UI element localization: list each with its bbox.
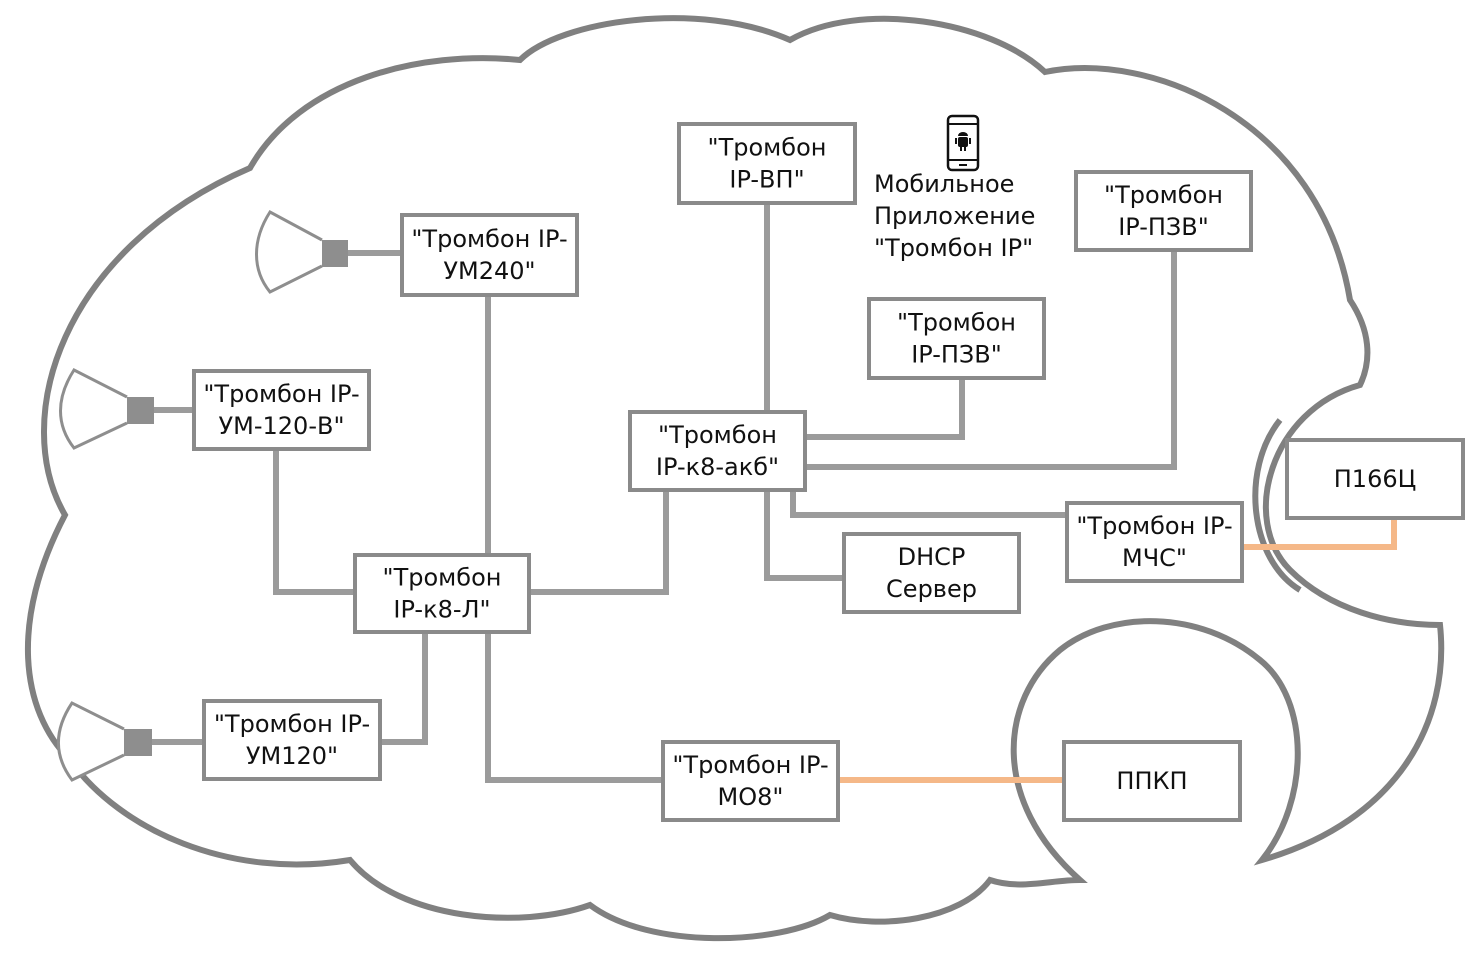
node-label: "Тромбон IP-	[672, 751, 828, 779]
node-box	[677, 122, 857, 205]
node-box	[353, 553, 531, 634]
node-label: IP-ПЗВ"	[911, 341, 1002, 369]
node-um120: "Тромбон IP- УМ120"	[202, 699, 382, 781]
speaker-icon	[255, 210, 348, 294]
node-box	[842, 532, 1021, 614]
mobile-app-line: Приложение	[874, 202, 1035, 230]
network-links	[273, 203, 1177, 783]
node-mo8: "Тромбон IP- МО8"	[661, 740, 840, 822]
node-label: "Тромбон	[383, 564, 502, 592]
node-label: "Тромбон IP-	[214, 710, 370, 738]
link-k8l-k8akb	[529, 490, 669, 595]
mobile-app-line: "Тромбон IP"	[874, 234, 1033, 262]
node-box	[202, 699, 382, 781]
node-label: "Тромбон	[658, 421, 777, 449]
node-label: УМ120"	[246, 742, 338, 770]
node-label: ППКП	[1116, 767, 1187, 795]
node-label: "Тромбон	[1104, 181, 1223, 209]
node-um120v: "Тромбон IP- УМ-120-В"	[192, 369, 371, 451]
node-mchs: "Тромбон IP- МЧС"	[1065, 501, 1244, 583]
mobile-app-label: Мобильное Приложение "Тромбон IP"	[874, 170, 1043, 262]
node-p166c: П166Ц	[1285, 438, 1465, 520]
link-pzvmid-k8akb	[805, 378, 965, 440]
speaker-links	[150, 250, 402, 745]
node-label: IP-ПЗВ"	[1118, 213, 1209, 241]
node-label: IP-к8-Л"	[393, 596, 490, 624]
node-label: МЧС"	[1122, 544, 1187, 572]
node-box	[1074, 170, 1253, 252]
node-box	[628, 410, 807, 492]
link-k8akb-dhcp	[764, 490, 844, 581]
link-mchs-p166c	[1242, 518, 1397, 550]
link-um120-k8l	[380, 632, 428, 745]
node-box	[192, 369, 371, 451]
node-box	[661, 740, 840, 822]
node-box	[1062, 740, 1242, 822]
link-k8akb-mchs	[790, 490, 1067, 518]
link-pzvtop-k8akb	[805, 250, 1177, 470]
node-label: "Тромбон	[897, 309, 1016, 337]
node-box	[867, 297, 1046, 380]
node-layer: "ТромбонIP-ВП""ТромбонIP-ПЗВ""ТромбонIP-…	[192, 122, 1465, 822]
speaker-icon	[59, 368, 154, 450]
node-um240: "Тромбон IP- УМ240"	[400, 213, 579, 297]
node-label: П166Ц	[1334, 465, 1417, 493]
link-k8l-mo8	[485, 632, 663, 783]
mobile-app-line: Мобильное	[874, 170, 1014, 198]
node-box	[1065, 501, 1244, 583]
node-box	[400, 213, 579, 297]
node-label: "Тромбон IP-	[411, 225, 567, 253]
node-label: DHCP	[898, 543, 966, 571]
node-label: IP-ВП"	[729, 166, 804, 194]
node-label: УМ-120-В"	[219, 412, 345, 440]
node-label: "Тромбон IP-	[203, 380, 359, 408]
cloud-inner-arc-upper	[1252, 418, 1302, 593]
speaker-icon	[57, 701, 152, 782]
node-box	[1285, 438, 1465, 520]
node-label: "Тромбон	[708, 134, 827, 162]
node-dhcp: DHCP Сервер	[842, 532, 1021, 614]
node-label: УМ240"	[443, 257, 535, 285]
node-label: МО8"	[718, 783, 784, 811]
node-label: "Тромбон IP-	[1076, 512, 1232, 540]
alarm-links	[838, 518, 1397, 783]
node-label: Сервер	[886, 575, 977, 603]
link-um120v-k8l	[273, 449, 355, 595]
node-ppkp: ППКП	[1062, 740, 1242, 822]
node-label: IP-к8-акб"	[656, 453, 779, 481]
android-smartphone-icon	[946, 114, 980, 172]
